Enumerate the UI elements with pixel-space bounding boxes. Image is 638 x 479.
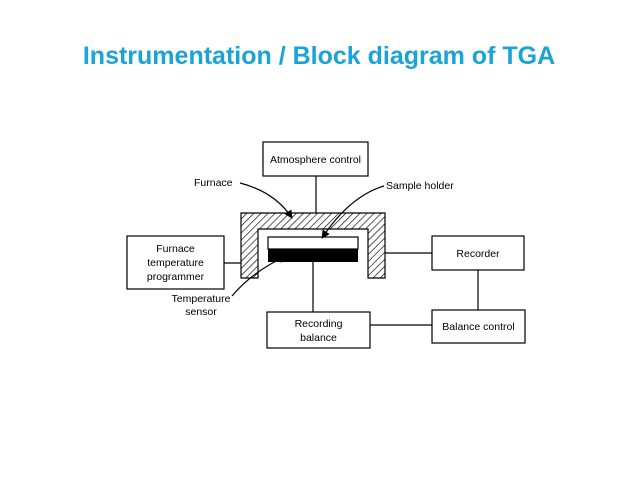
furnace-temperature-programmer-box	[126, 235, 225, 290]
sample-holder-plate	[267, 236, 359, 250]
furnace-shell	[240, 212, 386, 279]
sample-holder-callout-label: Sample holder	[386, 180, 454, 192]
atmosphere-control-label: Atmosphere control	[270, 154, 361, 166]
recording-balance-label-line1: Recording	[295, 318, 343, 330]
furnace-callout-label: Furnace	[194, 177, 233, 189]
atmosphere-control-box	[262, 141, 369, 177]
sample-holder-callout-arrow	[321, 185, 385, 239]
recording-balance-label-line2: balance	[300, 332, 337, 344]
temperature-sensor-callout-line1: Temperature	[172, 293, 231, 305]
temperature-sensor-callout-arrow	[231, 255, 287, 297]
recording-balance-box	[266, 311, 371, 349]
recorder-label: Recorder	[456, 248, 500, 260]
slide-title: Instrumentation / Block diagram of TGA	[82, 42, 556, 70]
programmer-label-line1: Furnace	[156, 243, 195, 255]
temperature-sensor-callout-line2: sensor	[185, 306, 217, 318]
recorder-box	[431, 235, 525, 271]
programmer-label-line2: temperature	[147, 257, 204, 269]
programmer-label-line3: programmer	[147, 271, 205, 283]
temperature-sensor-bar	[268, 249, 358, 262]
balance-control-label: Balance control	[442, 321, 514, 333]
balance-control-box	[431, 309, 526, 344]
furnace-callout-arrow	[239, 182, 293, 219]
